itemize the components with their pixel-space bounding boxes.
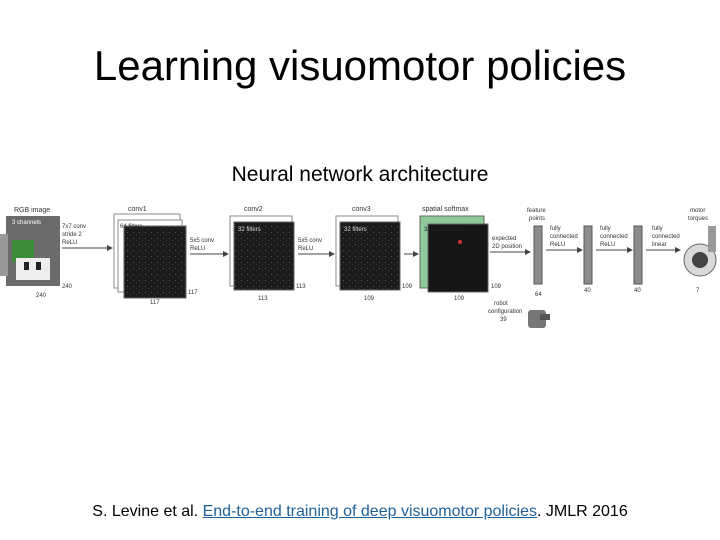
fc2-line3: ReLU bbox=[600, 242, 615, 248]
conv3-op-line1: 5x5 conv bbox=[298, 238, 322, 244]
conv2-op-line1: 5x5 conv bbox=[190, 238, 214, 244]
conv2-height: 113 bbox=[296, 284, 306, 290]
motor-torques-image bbox=[683, 226, 717, 277]
conv2-feature-maps bbox=[229, 215, 295, 291]
fc3-line1: fully bbox=[652, 226, 663, 232]
input-height: 240 bbox=[62, 284, 73, 290]
conv1-op-line3: ReLU bbox=[62, 240, 77, 246]
conv3-label: conv3 bbox=[352, 206, 371, 213]
fc2-line1: fully bbox=[600, 226, 611, 232]
conv1-feature-maps bbox=[113, 213, 187, 299]
citation: S. Levine et al. End-to-end training of … bbox=[0, 503, 720, 521]
expected-line1: expected bbox=[492, 236, 516, 242]
conv2-width: 113 bbox=[258, 296, 268, 302]
conv1-height: 117 bbox=[188, 290, 198, 296]
conv1-label: conv1 bbox=[128, 206, 147, 213]
robot-line2: configuration bbox=[488, 309, 522, 315]
conv3-width: 109 bbox=[364, 296, 375, 302]
fc1-line1: fully bbox=[550, 226, 561, 232]
conv3-height: 109 bbox=[402, 284, 413, 290]
conv2-filters: 32 filters bbox=[238, 227, 261, 233]
softmax-width: 109 bbox=[454, 296, 465, 302]
robot-line1: robot bbox=[494, 301, 508, 307]
conv2-op-line2: ReLU bbox=[190, 246, 205, 252]
fc1-line3: ReLU bbox=[550, 242, 565, 248]
output-line2: torques bbox=[688, 216, 708, 222]
conv1-op-line2: stride 2 bbox=[62, 232, 82, 238]
expected-line2: 2D position bbox=[492, 244, 522, 250]
conv1-op-line1: 7x7 conv bbox=[62, 224, 86, 230]
network-architecture-diagram: RGB image 3 channels 240 240 7x7 conv st… bbox=[0, 206, 717, 328]
feature-line2: points bbox=[529, 216, 545, 222]
input-image bbox=[0, 216, 60, 286]
softmax-height: 109 bbox=[491, 284, 502, 290]
citation-authors: S. Levine et al. bbox=[92, 503, 199, 520]
softmax-filters: 32 distributions bbox=[424, 227, 464, 233]
feature-size: 64 bbox=[535, 292, 542, 298]
paper-link[interactable]: End-to-end training of deep visuomotor p… bbox=[202, 503, 537, 520]
fc2-vector bbox=[633, 225, 643, 285]
feature-line1: feature bbox=[527, 208, 546, 214]
fc1-line2: connected bbox=[550, 234, 578, 240]
citation-venue: . JMLR 2016 bbox=[537, 503, 628, 520]
conv3-op-line2: ReLU bbox=[298, 246, 313, 252]
fc1-size: 40 bbox=[584, 288, 591, 294]
fc3-line3: linear bbox=[652, 242, 667, 248]
fc2-line2: connected bbox=[600, 234, 628, 240]
feature-points-vector bbox=[533, 225, 543, 285]
conv1-filters: 64 filters bbox=[120, 224, 143, 230]
input-width: 240 bbox=[36, 293, 47, 299]
input-label: RGB image bbox=[14, 207, 50, 214]
conv1-width: 117 bbox=[150, 300, 160, 306]
softmax-label: spatial softmax bbox=[422, 206, 469, 213]
fc1-vector bbox=[583, 225, 593, 285]
output-size: 7 bbox=[696, 288, 700, 294]
output-line1: motor bbox=[690, 208, 705, 214]
fc2-size: 40 bbox=[634, 288, 641, 294]
conv2-label: conv2 bbox=[244, 206, 263, 213]
slide-title: Learning visuomotor policies bbox=[93, 42, 627, 89]
input-channels: 3 channels bbox=[12, 220, 41, 226]
fc3-line2: connected bbox=[652, 234, 680, 240]
conv3-feature-maps bbox=[335, 215, 401, 291]
spatial-softmax-maps bbox=[419, 215, 489, 293]
robot-arm-image bbox=[528, 310, 550, 328]
robot-size: 39 bbox=[500, 317, 507, 323]
slide-subtitle: Neural network architecture bbox=[231, 163, 489, 186]
conv3-filters: 32 filters bbox=[344, 227, 367, 233]
